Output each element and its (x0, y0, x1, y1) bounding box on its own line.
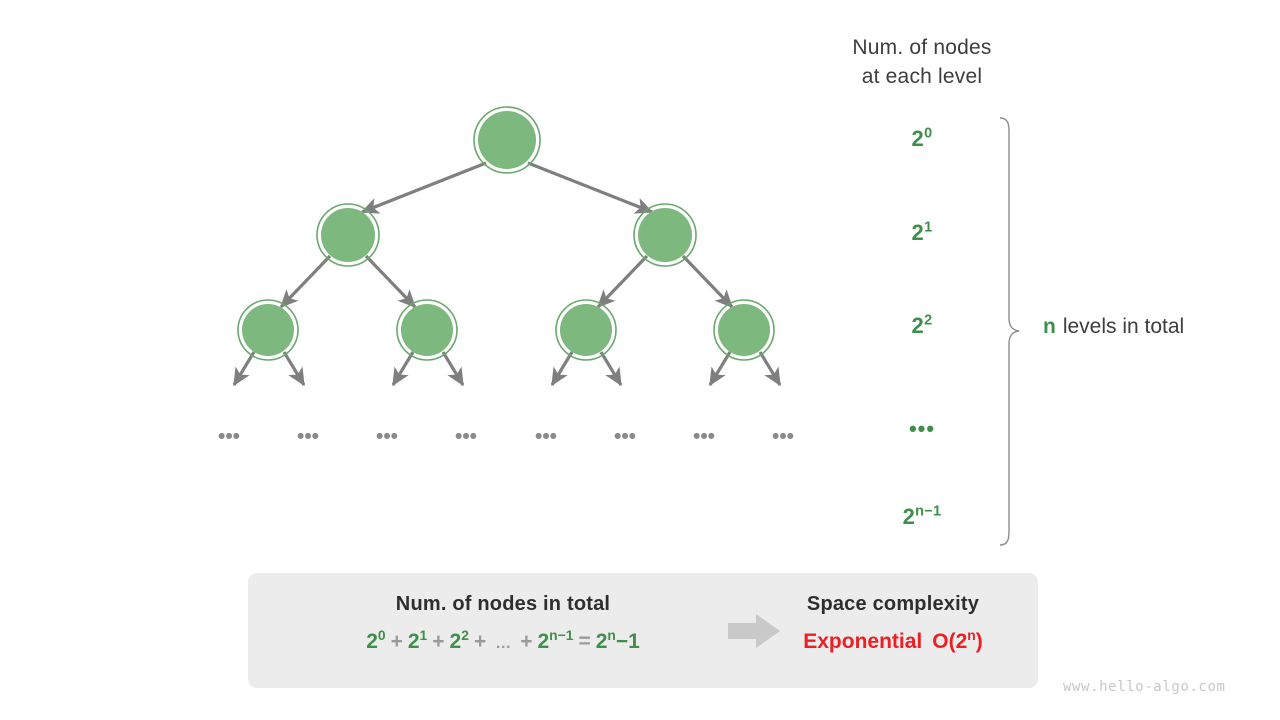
formula-term-1-exp: 1 (419, 627, 428, 643)
level-1-base: 2 (911, 220, 925, 245)
level-1-count: 21 (862, 220, 982, 246)
summary-left-group: Num. of nodes in total 20+21+22+…+2n−1=2… (278, 593, 728, 654)
levels-variable: n (1043, 315, 1056, 338)
formula-result-exp: n (607, 627, 616, 643)
tree-node-level1-right[interactable] (633, 203, 697, 267)
summary-result: Exponential O(2n) (768, 627, 1018, 654)
levels-brace (999, 117, 1020, 546)
level-n-base: 2 (902, 504, 916, 529)
tree-ellipsis: ••• (535, 425, 557, 448)
formula-term-0-base: 2 (366, 630, 378, 653)
formula-term-1-base: 2 (407, 630, 420, 653)
formula-result-base: 2 (595, 630, 608, 653)
formula-result-tail: −1 (615, 630, 640, 653)
tree-nodes (237, 106, 775, 361)
tree-node-root[interactable] (473, 106, 541, 174)
summary-box: Num. of nodes in total 20+21+22+…+2n−1=2… (248, 573, 1038, 688)
tree-ellipsis: ••• (772, 425, 794, 448)
level-0-count: 20 (862, 126, 982, 152)
tree-ellipsis: ••• (614, 425, 636, 448)
summary-left-title: Num. of nodes in total (395, 593, 611, 615)
header-line-1: Num. of nodes (852, 36, 992, 59)
summary-formula: 20+21+22+…+2n−1=2n−1 (278, 627, 728, 654)
tree-node-level2-d[interactable] (713, 299, 775, 361)
tree-node-level2-c[interactable] (555, 299, 617, 361)
formula-op-2: + (432, 630, 445, 653)
formula-ellipsis: … (495, 635, 512, 652)
formula-term-0-exp: 0 (377, 627, 386, 643)
complexity-word: Exponential (803, 630, 923, 653)
level-2-count: 22 (862, 313, 982, 339)
watermark: www.hello-algo.com (1063, 679, 1226, 695)
summary-right-title: Space complexity (806, 593, 980, 615)
total-levels-label: n levels in total (1043, 315, 1184, 339)
tree-ellipsis: ••• (218, 425, 240, 448)
summary-right-group: Space complexity Exponential O(2n) (768, 593, 1018, 654)
tree-node-level1-left[interactable] (316, 203, 380, 267)
right-arrow-icon (726, 611, 782, 651)
bigo-exponent: n (967, 627, 976, 643)
level-n-exponent: n−1 (915, 503, 942, 520)
level-ellipsis-count: ••• (908, 416, 936, 441)
tree-ellipsis-row: ••• ••• ••• ••• ••• ••• ••• ••• (218, 425, 794, 448)
levels-in-total-text: levels in total (1062, 315, 1185, 338)
level-2-exponent: 2 (924, 312, 933, 329)
formula-op-3: + (473, 630, 487, 653)
formula-term-n-base: 2 (537, 630, 550, 653)
bigo-suffix: ) (975, 630, 983, 653)
tree-ellipsis: ••• (376, 425, 398, 448)
level-0-base: 2 (911, 126, 925, 151)
formula-term-2-base: 2 (449, 630, 462, 653)
bigo-prefix: O(2 (932, 630, 968, 653)
formula-term-n-exp: n−1 (549, 627, 574, 643)
tree-node-level2-b[interactable] (396, 299, 458, 361)
level-0-exponent: 0 (924, 125, 933, 142)
header-line-2: at each level (861, 65, 983, 88)
formula-equals: = (578, 630, 591, 653)
tree-ellipsis: ••• (455, 425, 477, 448)
tree-edges (232, 161, 782, 387)
level-2-base: 2 (911, 313, 925, 338)
level-n-count: 2n−1 (862, 504, 982, 530)
tree-node-level2-a[interactable] (237, 299, 299, 361)
formula-term-2-exp: 2 (461, 627, 469, 643)
tree-ellipsis: ••• (693, 425, 715, 448)
tree-ellipsis: ••• (297, 425, 319, 448)
formula-op-1: + (390, 630, 403, 653)
levels-column-header: Num. of nodes at each level (812, 33, 1032, 91)
level-1-exponent: 1 (924, 219, 933, 236)
formula-op-4: + (520, 630, 533, 653)
